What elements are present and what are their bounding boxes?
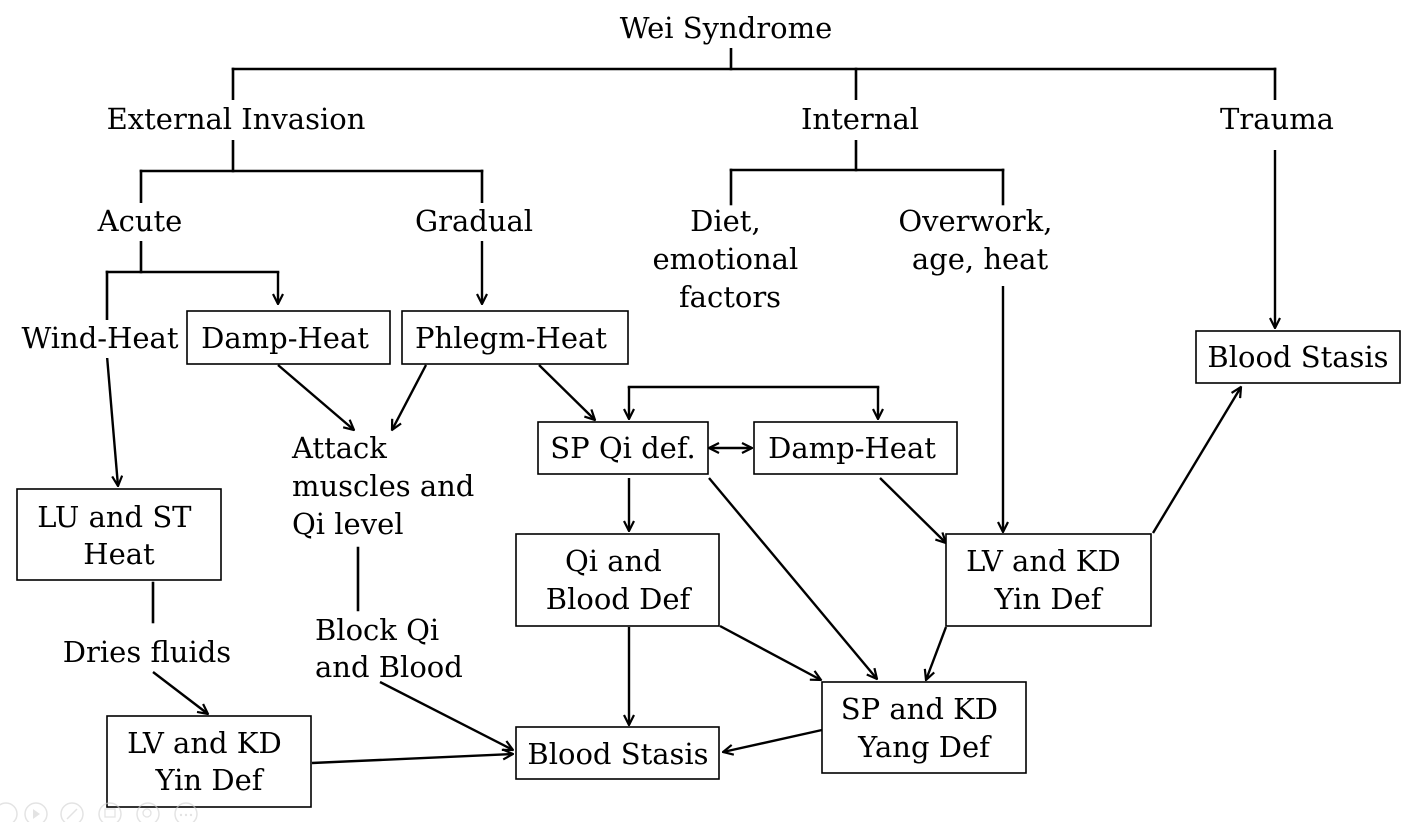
phlegm-heat-label: Phlegm-Heat <box>415 321 607 355</box>
damp-heat-to-lv-kd-arrow <box>879 477 946 543</box>
overwork-label: Overwork, age, heat <box>898 204 1061 276</box>
play-icon[interactable] <box>24 802 48 822</box>
wind-heat-label: Wind-Heat <box>21 321 178 355</box>
gradual-label: Gradual <box>415 204 533 238</box>
qi-blood-def-label: Qi and Blood Def <box>546 544 693 616</box>
blood-stasis-center-label: Blood Stasis <box>527 737 708 771</box>
damp-heat-box <box>186 310 391 365</box>
damp-heat-to-attack-arrow <box>277 364 354 430</box>
slides-icon[interactable] <box>98 802 122 822</box>
blood-stasis-box-trauma <box>1195 330 1401 384</box>
lv-kd-yin-def-right-label: LV and KD Yin Def <box>966 544 1130 616</box>
phlegm-heat-to-attack-arrow <box>392 364 428 430</box>
internal-connectors <box>729 138 1005 206</box>
phlegm-heat-to-sp-qi-arrow <box>538 364 595 420</box>
diet-label: Diet, emotional factors <box>653 204 808 314</box>
qi-blood-to-sp-kd-arrow <box>719 624 821 680</box>
damp-heat-box-center <box>753 421 958 475</box>
dries-fluids-arrow <box>152 671 208 714</box>
diagram-title: Wei Syndrome <box>620 11 833 45</box>
lu-st-heat-box <box>16 488 222 581</box>
dries-fluids-label: Dries fluids <box>63 635 231 669</box>
more-icon[interactable] <box>174 802 198 822</box>
acute-label: Acute <box>97 204 183 238</box>
lv-kd-left-to-stasis-arrow <box>311 754 513 765</box>
pen-icon[interactable] <box>60 802 84 822</box>
sp-kd-yang-def-label: SP and KD Yang Def <box>841 692 1007 764</box>
phlegm-heat-box <box>401 310 629 365</box>
blood-stasis-box-center <box>515 726 720 780</box>
back-icon[interactable] <box>0 802 18 822</box>
top-tree-connectors <box>231 46 1277 102</box>
qi-blood-def-box <box>515 533 720 627</box>
block-to-stasis-arrow <box>379 680 513 750</box>
lv-kd-to-sp-kd-arrow <box>926 626 948 680</box>
blood-stasis-trauma-label: Blood Stasis <box>1207 340 1388 374</box>
sp-qi-to-sp-kd-arrow <box>708 477 877 679</box>
trauma-label: Trauma <box>1220 102 1334 136</box>
attack-muscles-label: Attack muscles and Qi level <box>291 431 484 541</box>
sp-kd-yang-def-box <box>821 681 1027 774</box>
lu-st-heat-label: LU and ST Heat <box>37 500 201 571</box>
sp-qi-def-box <box>537 421 709 475</box>
damp-heat-center-label: Damp-Heat <box>768 431 936 465</box>
block-qi-blood-label: Block Qi and Blood <box>315 613 463 684</box>
lv-kd-yin-def-box-right <box>945 533 1152 627</box>
lv-kd-yin-def-box-left <box>106 715 312 808</box>
internal-label: Internal <box>801 102 919 136</box>
sp-kd-to-stasis-arrow <box>723 728 823 752</box>
lv-kd-yin-def-left-label: LV and KD Yin Def <box>127 726 291 797</box>
lv-kd-to-blood-stasis-arrow <box>1151 387 1241 534</box>
wind-heat-arrow <box>105 355 118 486</box>
external-invasion-label: External Invasion <box>107 102 366 136</box>
sp-qi-def-label: SP Qi def. <box>550 431 696 465</box>
slideshow-toolbar <box>0 802 198 822</box>
damp-heat-label: Damp-Heat <box>201 321 369 355</box>
external-invasion-connectors <box>105 138 482 322</box>
zoom-icon[interactable] <box>136 802 160 822</box>
